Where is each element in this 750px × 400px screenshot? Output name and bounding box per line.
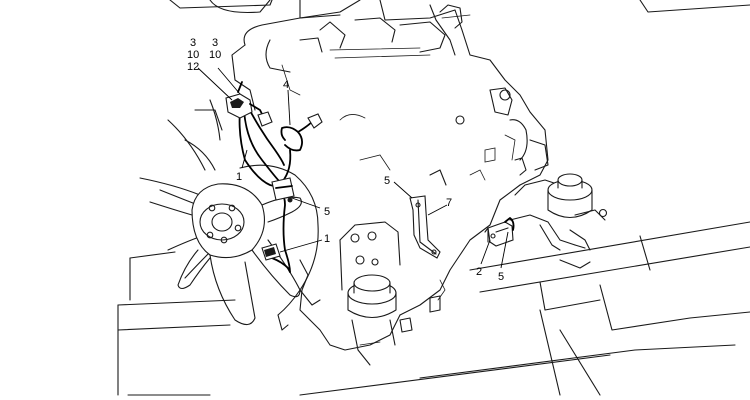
callout-10-left: 10 — [187, 49, 199, 61]
engine-block — [231, 0, 549, 351]
engine-mount-left — [339, 221, 401, 366]
callout-1-lower: 1 — [324, 233, 330, 245]
callout-3-right: 3 — [212, 37, 218, 49]
callout-5-left: 5 — [324, 206, 330, 218]
callout-3-left: 3 — [190, 37, 196, 49]
cooling-fan — [139, 99, 321, 331]
callout-2: 2 — [476, 266, 482, 278]
engine-mount-right — [509, 173, 608, 251]
bracket-7 — [409, 195, 441, 259]
callout-5-middle: 5 — [384, 175, 390, 187]
callout-12: 12 — [187, 61, 199, 73]
callout-4: 4 — [283, 79, 289, 91]
callout-5-right: 5 — [498, 271, 504, 283]
callout-1-upper: 1 — [236, 171, 242, 183]
callout-labels: 3 10 12 3 10 4 1 5 1 5 7 2 5 — [187, 37, 504, 283]
callout-10-right: 10 — [209, 49, 221, 61]
callout-leaders — [197, 67, 509, 269]
callout-7: 7 — [446, 197, 452, 209]
chassis-frame — [117, 221, 750, 396]
